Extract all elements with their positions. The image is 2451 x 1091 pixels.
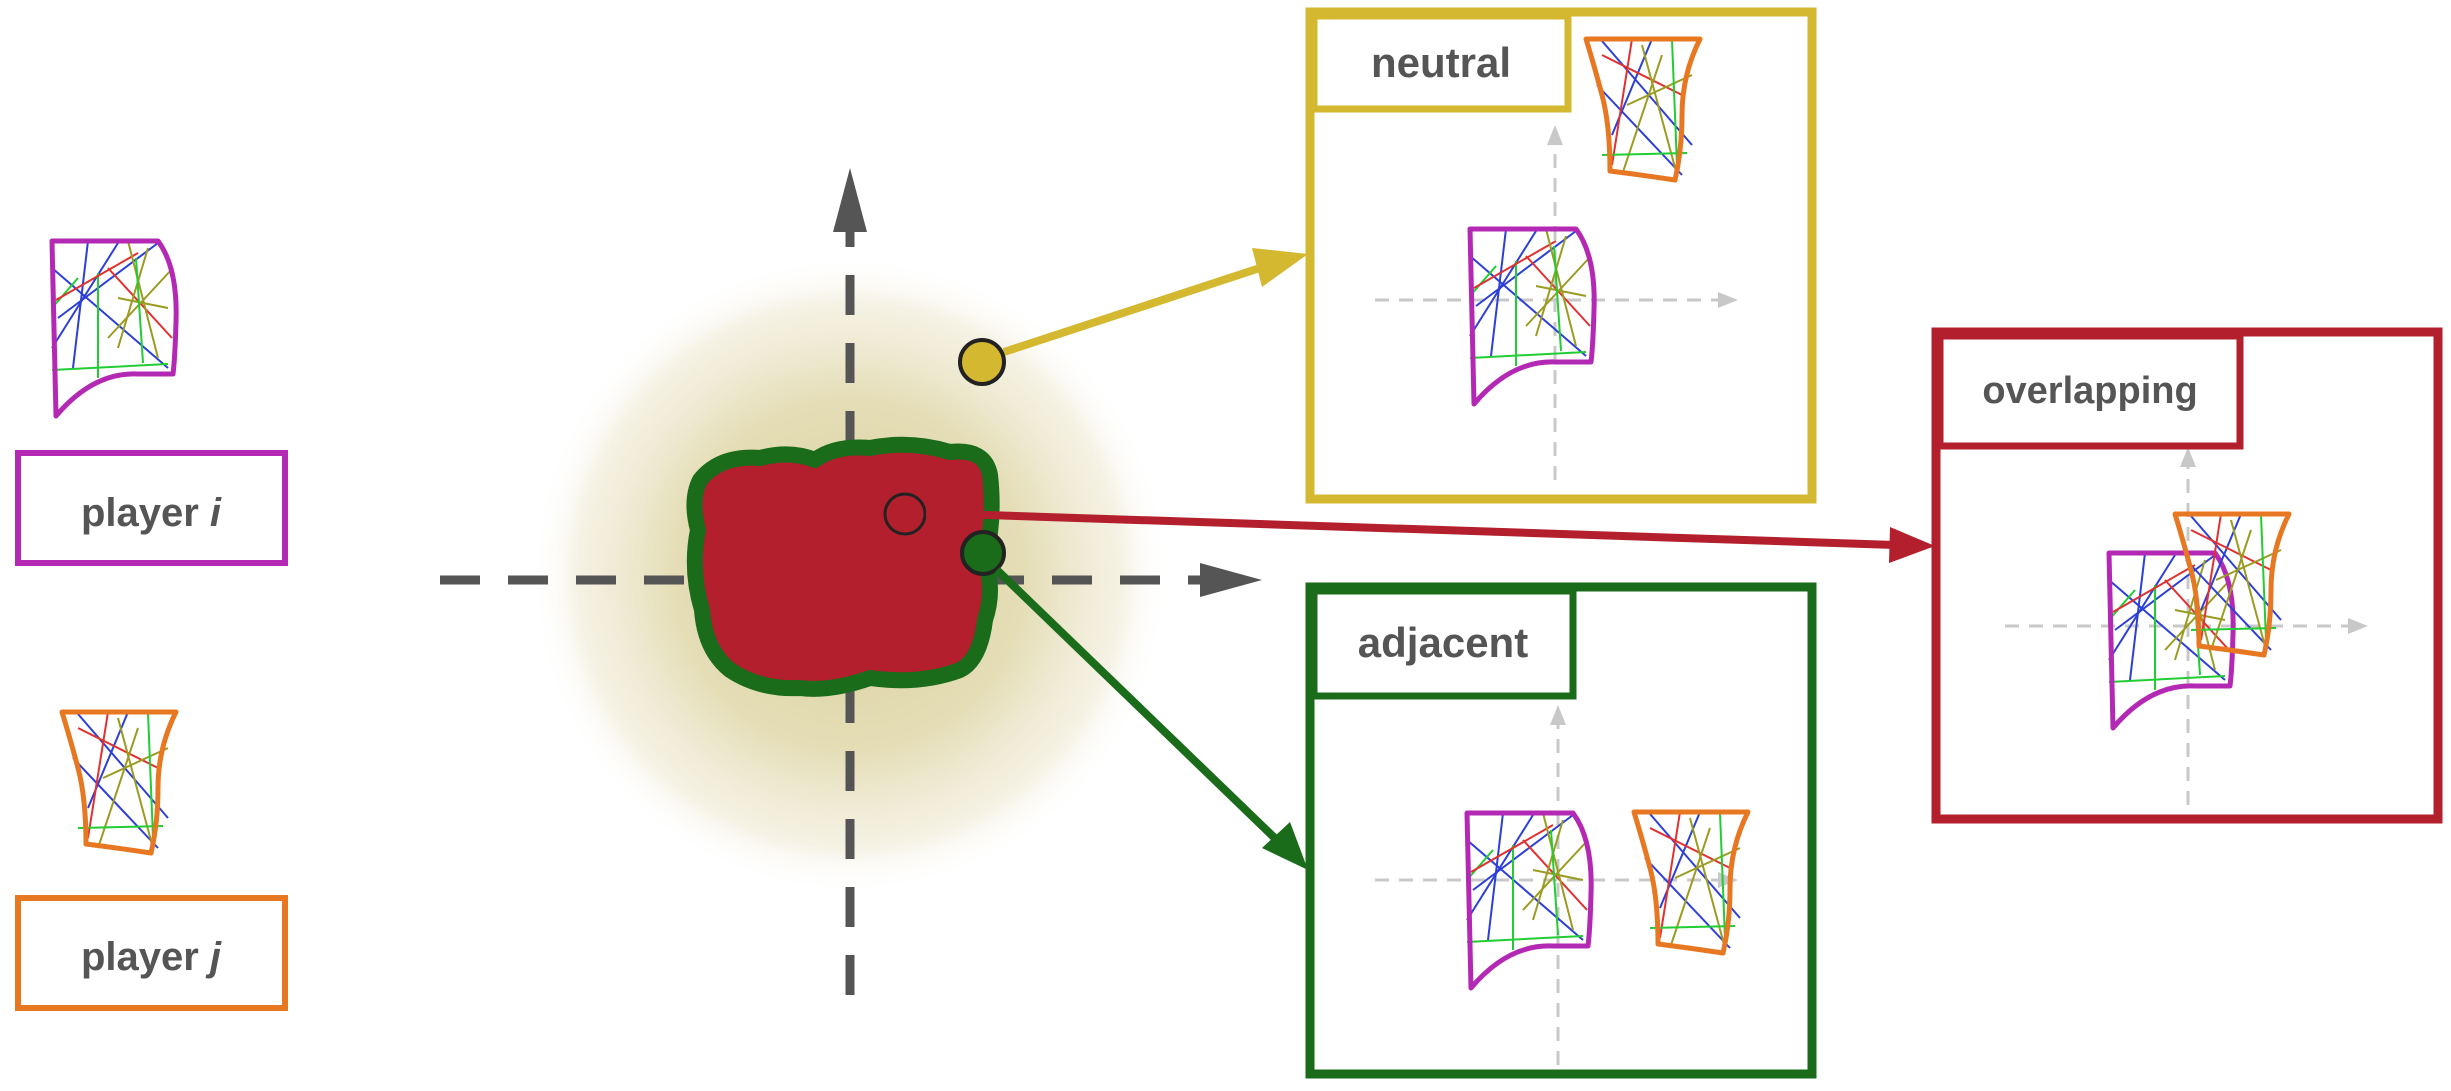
overlap-region — [686, 436, 1000, 697]
adjacent-y-arrow-icon — [1550, 705, 1566, 725]
adjacent-point — [960, 530, 1006, 576]
overlapping-label: overlapping — [1982, 370, 2197, 412]
neutral-x-arrow-icon — [1718, 292, 1738, 308]
player-i-label: player i — [81, 491, 222, 535]
adjacent-label: adjacent — [1358, 619, 1528, 666]
overlapping-arrow — [925, 509, 1896, 549]
adjacent-arrow-head-icon — [1262, 822, 1308, 870]
configuration-space — [440, 168, 1262, 995]
player-j-tile-icon — [62, 712, 176, 853]
x-axis-arrow-icon — [1200, 563, 1262, 597]
overlapping-y-arrow-icon — [2180, 447, 2196, 467]
case-arrows — [925, 248, 1935, 870]
neutral-panel: neutral — [1305, 7, 1817, 504]
overlapping-arrow-head-icon — [1889, 527, 1935, 563]
overlapping-label-box — [1936, 332, 2244, 450]
neutral-arrow — [1002, 260, 1274, 356]
adjacent-panel: adjacent — [1305, 582, 1817, 1079]
y-axis-arrow-icon — [833, 168, 867, 232]
neutral-label-box — [1310, 12, 1572, 113]
player-i-tile-icon — [52, 241, 176, 416]
player-j-group: player j — [15, 712, 288, 1011]
neutral-point — [958, 338, 1006, 386]
adjacent-label-box — [1310, 587, 1577, 700]
overlapping-panel: overlapping — [1931, 327, 2443, 824]
neutral-arrow-head-icon — [1252, 248, 1308, 287]
player-j-label: player j — [81, 935, 222, 979]
neutral-y-arrow-icon — [1547, 125, 1563, 145]
player-j-label-box — [15, 895, 288, 1011]
overlapping-x-arrow-icon — [2348, 618, 2368, 634]
overlapping-point — [883, 492, 927, 536]
player-i-label-box — [15, 450, 288, 566]
player-i-group: player i — [15, 241, 288, 566]
adjacent-arrow — [994, 567, 1285, 848]
neutral-label: neutral — [1371, 39, 1511, 86]
